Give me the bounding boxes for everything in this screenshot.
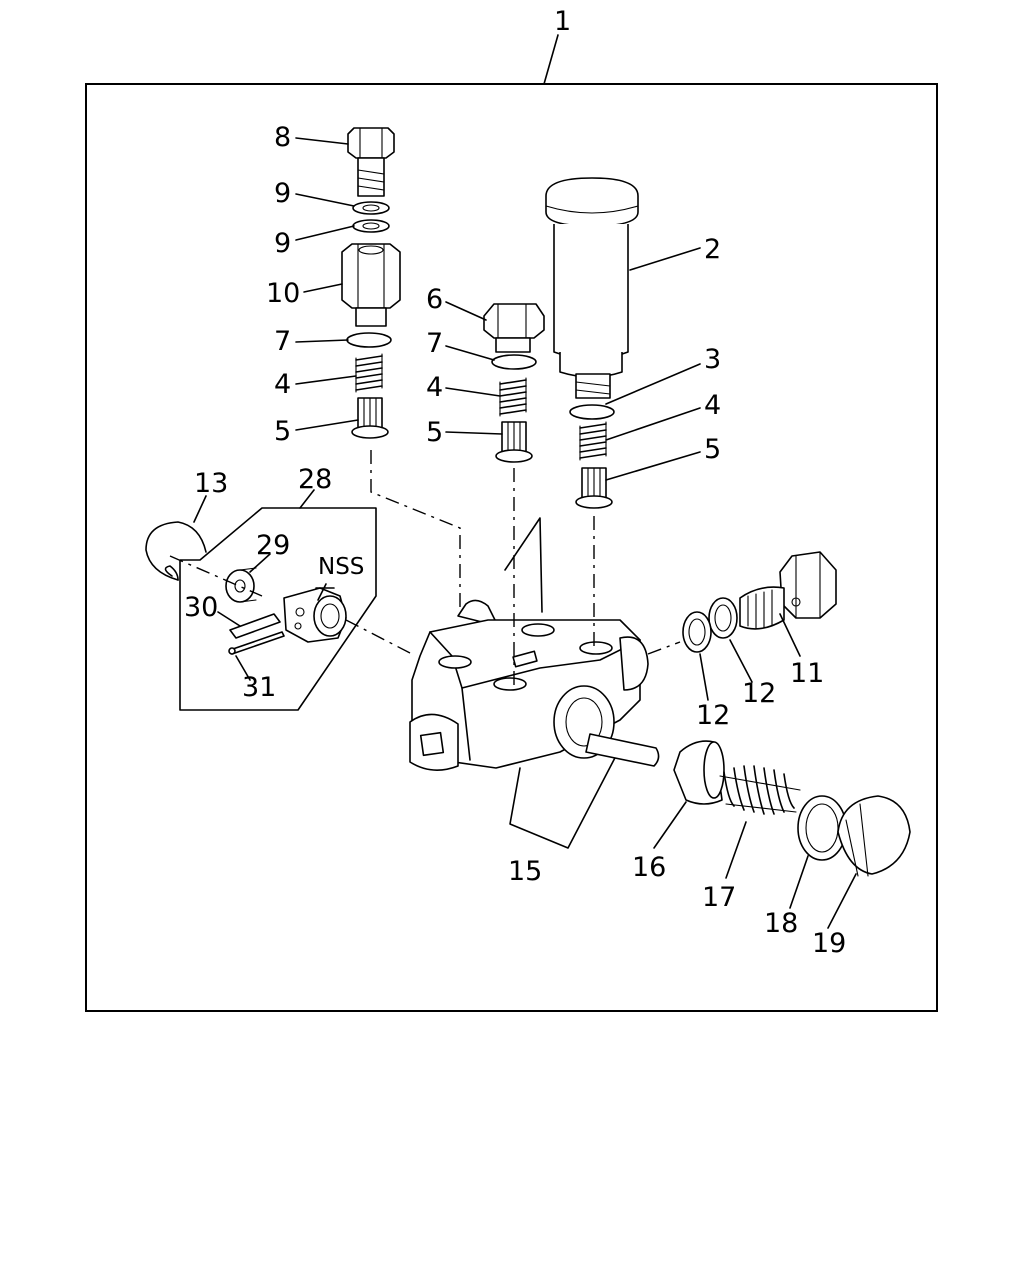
valve-5-left	[351, 397, 389, 439]
pin-31	[228, 631, 285, 655]
leader-10	[303, 283, 343, 293]
label-30: 30	[184, 592, 218, 623]
washer-9-lower	[352, 219, 390, 233]
valve-5-right	[575, 467, 613, 509]
leader-12-left	[699, 653, 709, 701]
spring-17	[719, 765, 801, 815]
gasket-12-right	[708, 597, 738, 639]
label-18: 18	[764, 908, 798, 939]
o-ring-7-middle	[491, 354, 537, 370]
leader-4-right	[605, 407, 701, 441]
leader-8	[295, 137, 349, 145]
label-4-right: 4	[704, 390, 721, 421]
label-9-upper: 9	[274, 178, 291, 209]
assembly-frame	[85, 83, 938, 1012]
plug-19	[837, 795, 911, 877]
label-15: 15	[508, 856, 542, 887]
roller-29	[225, 567, 257, 603]
label-2: 2	[704, 234, 721, 265]
label-12-left: 12	[696, 700, 730, 731]
label-5-right: 5	[704, 434, 721, 465]
label-6: 6	[426, 284, 443, 315]
label-17: 17	[702, 882, 736, 913]
label-11: 11	[790, 658, 824, 689]
label-7-middle: 7	[426, 328, 443, 359]
label-9-lower: 9	[274, 228, 291, 259]
leader-6	[445, 301, 487, 321]
leader-4-left	[295, 375, 357, 385]
leader-30	[217, 611, 241, 627]
leader-9-lower	[295, 225, 355, 241]
washer-9-upper	[352, 201, 390, 215]
leader-5-right	[605, 451, 701, 481]
axis-snap-ring	[169, 555, 263, 597]
piston-rod	[585, 733, 660, 767]
label-29: 29	[256, 530, 290, 561]
fitting-10	[341, 243, 401, 327]
label-1: 1	[554, 6, 571, 37]
fitting-11	[739, 551, 837, 630]
leader-17	[725, 821, 747, 879]
axis-column-left	[370, 450, 461, 610]
o-ring-7-left	[346, 332, 392, 348]
spring-4-middle	[499, 377, 527, 417]
nss-pointer	[315, 583, 335, 601]
snap-ring-13	[145, 521, 207, 581]
leader-5-middle	[445, 431, 503, 435]
leader-9-upper	[295, 193, 355, 207]
tappet-nss	[283, 587, 347, 643]
axis-left-tappet	[345, 619, 413, 655]
label-19: 19	[812, 928, 846, 959]
label-28: 28	[298, 464, 332, 495]
label-3: 3	[704, 344, 721, 375]
leader-7-middle	[445, 345, 495, 361]
label-12-right: 12	[742, 678, 776, 709]
label-10: 10	[266, 278, 300, 309]
leader-28	[299, 489, 315, 509]
leader-4-middle	[445, 387, 501, 397]
guide-lines-15	[509, 751, 619, 849]
label-5-left: 5	[274, 416, 291, 447]
priming-pump-2	[545, 177, 639, 399]
axis-right-fittings	[647, 641, 681, 655]
plug-6	[483, 303, 545, 353]
bolt-8	[347, 127, 395, 197]
spring-4-left	[355, 353, 383, 393]
leader-3	[605, 363, 701, 405]
leader-16	[653, 801, 687, 849]
leader-2	[629, 247, 701, 271]
label-16: 16	[632, 852, 666, 883]
label-4-middle: 4	[426, 372, 443, 403]
label-7-left: 7	[274, 326, 291, 357]
leader-18	[789, 855, 809, 909]
label-4-left: 4	[274, 369, 291, 400]
pin-30	[229, 613, 281, 639]
assembly-leader	[543, 34, 559, 85]
leader-5-left	[295, 419, 359, 431]
leader-12-right	[729, 639, 753, 683]
leader-29	[249, 553, 271, 573]
leader-13	[193, 495, 207, 523]
piston-16	[673, 740, 725, 805]
leader-31	[235, 655, 251, 681]
spring-4-right	[579, 421, 607, 461]
bracket-28-outline	[179, 507, 377, 711]
label-8: 8	[274, 122, 291, 153]
gasket-12-left	[682, 611, 712, 653]
label-13: 13	[194, 468, 228, 499]
valve-5-middle	[495, 421, 533, 463]
leader-19	[827, 873, 857, 929]
label-nss: NSS	[318, 554, 364, 580]
axis-top-center	[504, 517, 543, 613]
leader-11	[779, 613, 801, 657]
leader-7-left	[295, 339, 349, 343]
label-31: 31	[242, 672, 276, 703]
gasket-3	[569, 404, 615, 420]
label-5-middle: 5	[426, 417, 443, 448]
